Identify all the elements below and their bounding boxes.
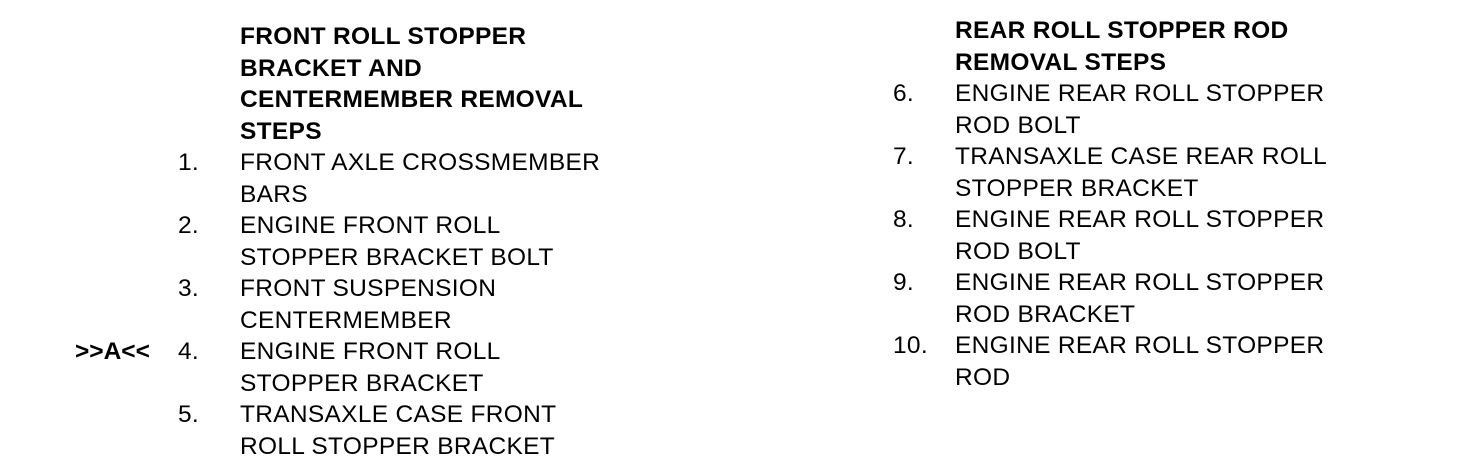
step-number: 5. [178,401,200,428]
list-item: >>A<< 4. ENGINE FRONT ROLL STOPPER BRACK… [75,336,655,399]
step-number: 2. [178,212,200,239]
step-text: ENGINE REAR ROLL STOPPER ROD BOLT [955,206,1325,265]
step-text: TRANSAXLE CASE REAR ROLL STOPPER BRACKET [955,143,1328,202]
list-item: 2. ENGINE FRONT ROLL STOPPER BRACKET BOL… [75,210,655,273]
rear-section-heading: REAR ROLL STOPPER ROD REMOVAL STEPS [955,17,1289,76]
list-item: 10. ENGINE REAR ROLL STOPPER ROD [893,330,1393,393]
step-text: TRANSAXLE CASE FRONT ROLL STOPPER BRACKE… [240,401,557,460]
step-number: 9. [893,269,915,296]
step-number: 6. [893,80,915,107]
step-number: 7. [893,143,915,170]
list-item: 6. ENGINE REAR ROLL STOPPER ROD BOLT [893,78,1393,141]
step-text: ENGINE REAR ROLL STOPPER ROD BOLT [955,80,1325,139]
step-text: FRONT AXLE CROSSMEMBER BARS [240,149,601,208]
step-text: ENGINE FRONT ROLL STOPPER BRACKET [240,338,501,397]
list-item: 1. FRONT AXLE CROSSMEMBER BARS [75,147,655,210]
step-text: ENGINE REAR ROLL STOPPER ROD [955,332,1325,391]
list-item: 9. ENGINE REAR ROLL STOPPER ROD BRACKET [893,267,1393,330]
step-number: 1. [178,149,200,176]
reference-marker-a: >>A<< [75,338,150,365]
step-text: ENGINE REAR ROLL STOPPER ROD BRACKET [955,269,1325,328]
step-text: FRONT SUSPENSION CENTERMEMBER [240,275,497,334]
front-removal-section: FRONT ROLL STOPPER BRACKET AND CENTERMEM… [75,21,655,462]
step-number: 3. [178,275,200,302]
front-section-heading: FRONT ROLL STOPPER BRACKET AND CENTERMEM… [240,23,584,145]
list-item: 8. ENGINE REAR ROLL STOPPER ROD BOLT [893,204,1393,267]
list-item: 7. TRANSAXLE CASE REAR ROLL STOPPER BRAC… [893,141,1393,204]
step-text: ENGINE FRONT ROLL STOPPER BRACKET BOLT [240,212,554,271]
step-number: 4. [178,338,200,365]
rear-removal-section: REAR ROLL STOPPER ROD REMOVAL STEPS 6. E… [893,15,1393,393]
step-number: 10. [893,332,928,359]
list-item: 5. TRANSAXLE CASE FRONT ROLL STOPPER BRA… [75,399,655,462]
list-item: 3. FRONT SUSPENSION CENTERMEMBER [75,273,655,336]
step-number: 8. [893,206,915,233]
